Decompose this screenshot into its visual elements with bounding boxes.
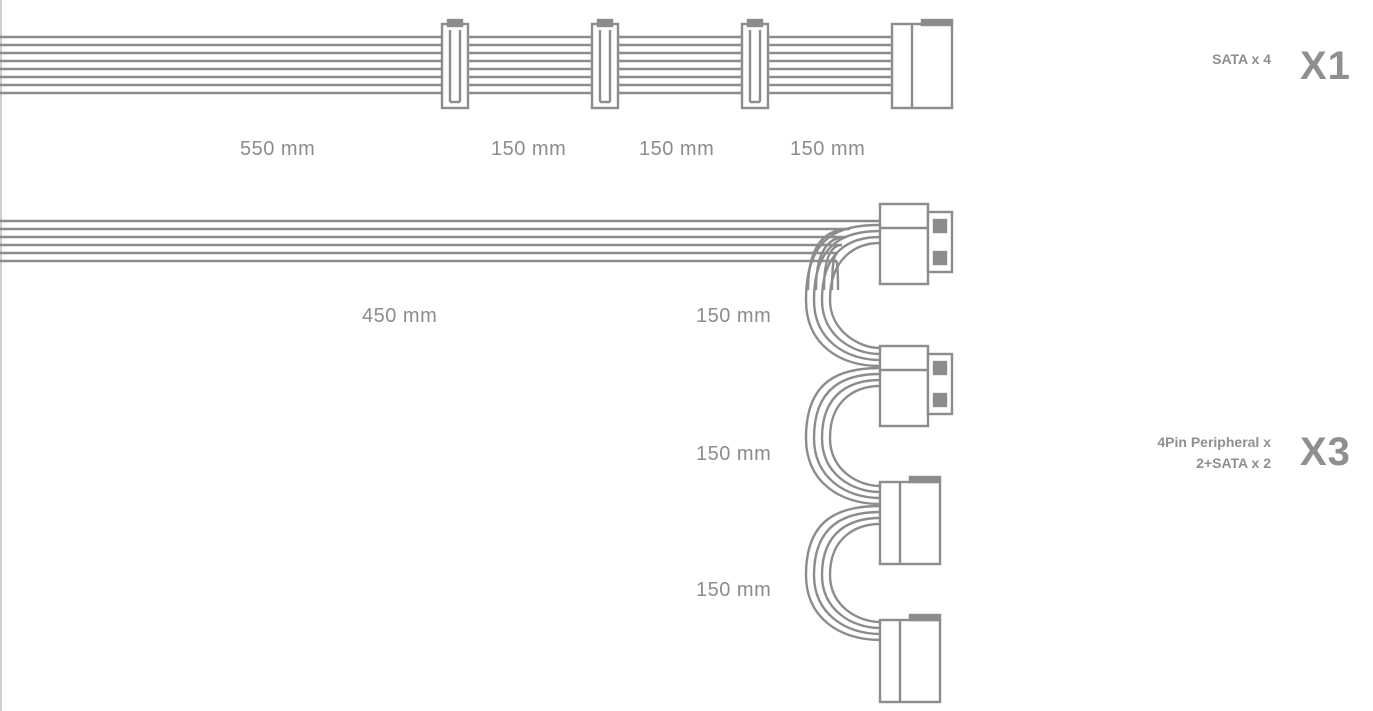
sata-inline-connector-1 <box>440 18 470 110</box>
peripheral-4pin-connector-1 <box>878 202 954 286</box>
mixed-cable-loop-2 <box>804 366 881 506</box>
length-label-sata-3: 150 mm <box>639 138 715 160</box>
length-label-sata-2: 150 mm <box>491 138 567 160</box>
mixed-cable-wires <box>0 219 880 291</box>
length-label-mixed-1: 450 mm <box>362 305 438 327</box>
mixed-cable-loop-3 <box>804 504 881 642</box>
length-label-mixed-3: 150 mm <box>696 443 772 465</box>
sata-cable-description: SATA x 4 <box>1212 51 1271 67</box>
length-label-mixed-4: 150 mm <box>696 579 772 601</box>
mixed-sata-connector-2 <box>878 613 942 704</box>
mixed-cable-quantity: X3 <box>1300 430 1351 474</box>
sata-inline-connector-2 <box>590 18 620 110</box>
length-label-sata-1: 550 mm <box>240 138 316 160</box>
length-label-mixed-2: 150 mm <box>696 305 772 327</box>
length-label-sata-4: 150 mm <box>790 138 866 160</box>
mixed-cable-loop-1 <box>804 223 881 368</box>
peripheral-4pin-connector-2 <box>878 344 954 428</box>
mixed-cable-description: 4Pin Peripheral x 2+SATA x 2 <box>1157 432 1271 474</box>
sata-inline-connector-3 <box>740 18 770 110</box>
mixed-cable-description-line-2: 2+SATA x 2 <box>1196 455 1271 471</box>
mixed-cable-description-line-1: 4Pin Peripheral x <box>1157 434 1271 450</box>
mixed-sata-connector-1 <box>878 475 942 566</box>
sata-cable-quantity: X1 <box>1300 44 1351 88</box>
sata-end-connector <box>890 18 954 110</box>
